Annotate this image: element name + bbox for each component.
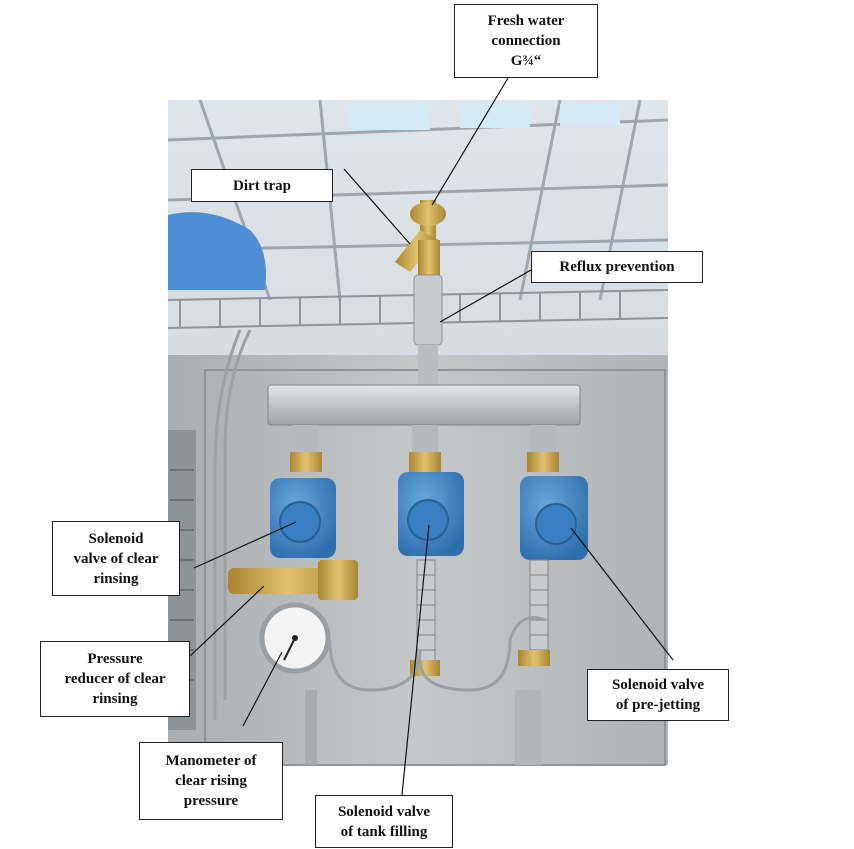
leader-sv-clear [193,521,297,569]
callout-reflux: Reflux prevention [531,251,703,283]
callout-fresh-water: Fresh water connection G¾“ [454,4,598,78]
callout-sv-prejet: Solenoid valve of pre-jetting [587,669,729,721]
label-sv-tank: Solenoid valve of tank filling [337,803,431,840]
label-pressure-reducer: Pressure reducer of clear rinsing [64,651,166,707]
label-dirt-trap: Dirt trap [233,177,291,194]
blue-duct [168,212,266,290]
ceiling-panels [350,102,620,130]
cable-tray [167,289,669,329]
label-fresh-water: Fresh water connection G¾“ [487,13,565,69]
leader-reflux [439,269,532,323]
callout-manometer: Manometer of clear rising pressure [139,742,283,820]
cables [213,329,546,720]
leader-fresh-water [431,77,509,206]
label-sv-prejet: Solenoid valve of pre-jetting [611,677,705,713]
leader-dirt-trap [343,168,411,245]
valve-pre-jetting [520,476,588,560]
callout-pressure-reducer: Pressure reducer of clear rinsing [40,641,190,717]
label-reflux: Reflux prevention [559,259,675,275]
label-sv-clear: Solenoid valve of clear rinsing [73,530,159,587]
callout-sv-clear: Solenoid valve of clear rinsing [52,521,180,596]
valve-clear-rinsing [270,478,336,558]
valve-tank-filling [398,472,464,556]
leader-sv-tank [401,524,430,796]
leader-sv-prejet [570,527,674,661]
lower-pipe [515,690,541,765]
callout-dirt-trap: Dirt trap [191,169,333,202]
callout-sv-tank: Solenoid valve of tank filling [315,795,453,848]
leader-manometer [242,651,283,727]
label-manometer: Manometer of clear rising pressure [165,753,257,809]
leader-pressure-reducer [189,585,265,657]
